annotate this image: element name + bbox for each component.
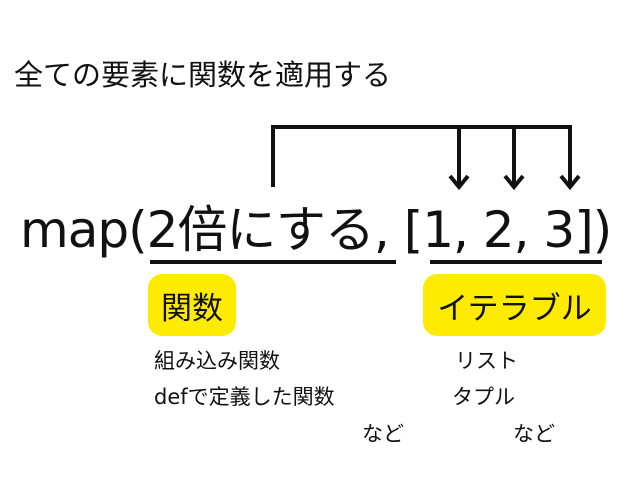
- iterable-etc: など: [513, 422, 555, 446]
- iterable-example-1: リスト: [455, 349, 518, 373]
- diagram-title: 全ての要素に関数を適用する: [14, 58, 392, 92]
- function-example-2: defで定義した関数: [154, 385, 335, 409]
- arrow-head-1: [448, 174, 470, 191]
- function-label-text: 関数: [161, 290, 223, 327]
- arrow-head-3: [559, 174, 581, 191]
- iterable-label-badge: イテラブル: [423, 274, 606, 336]
- function-etc: など: [362, 422, 404, 446]
- iterable-example-2: タプル: [452, 385, 515, 409]
- function-label-badge: 関数: [148, 274, 236, 336]
- function-example-1: 組み込み関数: [154, 349, 280, 373]
- arrow-head-2: [503, 174, 525, 191]
- map-expression: map(2倍にする, [1, 2, 3]): [20, 201, 612, 259]
- iterable-label-text: イテラブル: [437, 290, 592, 327]
